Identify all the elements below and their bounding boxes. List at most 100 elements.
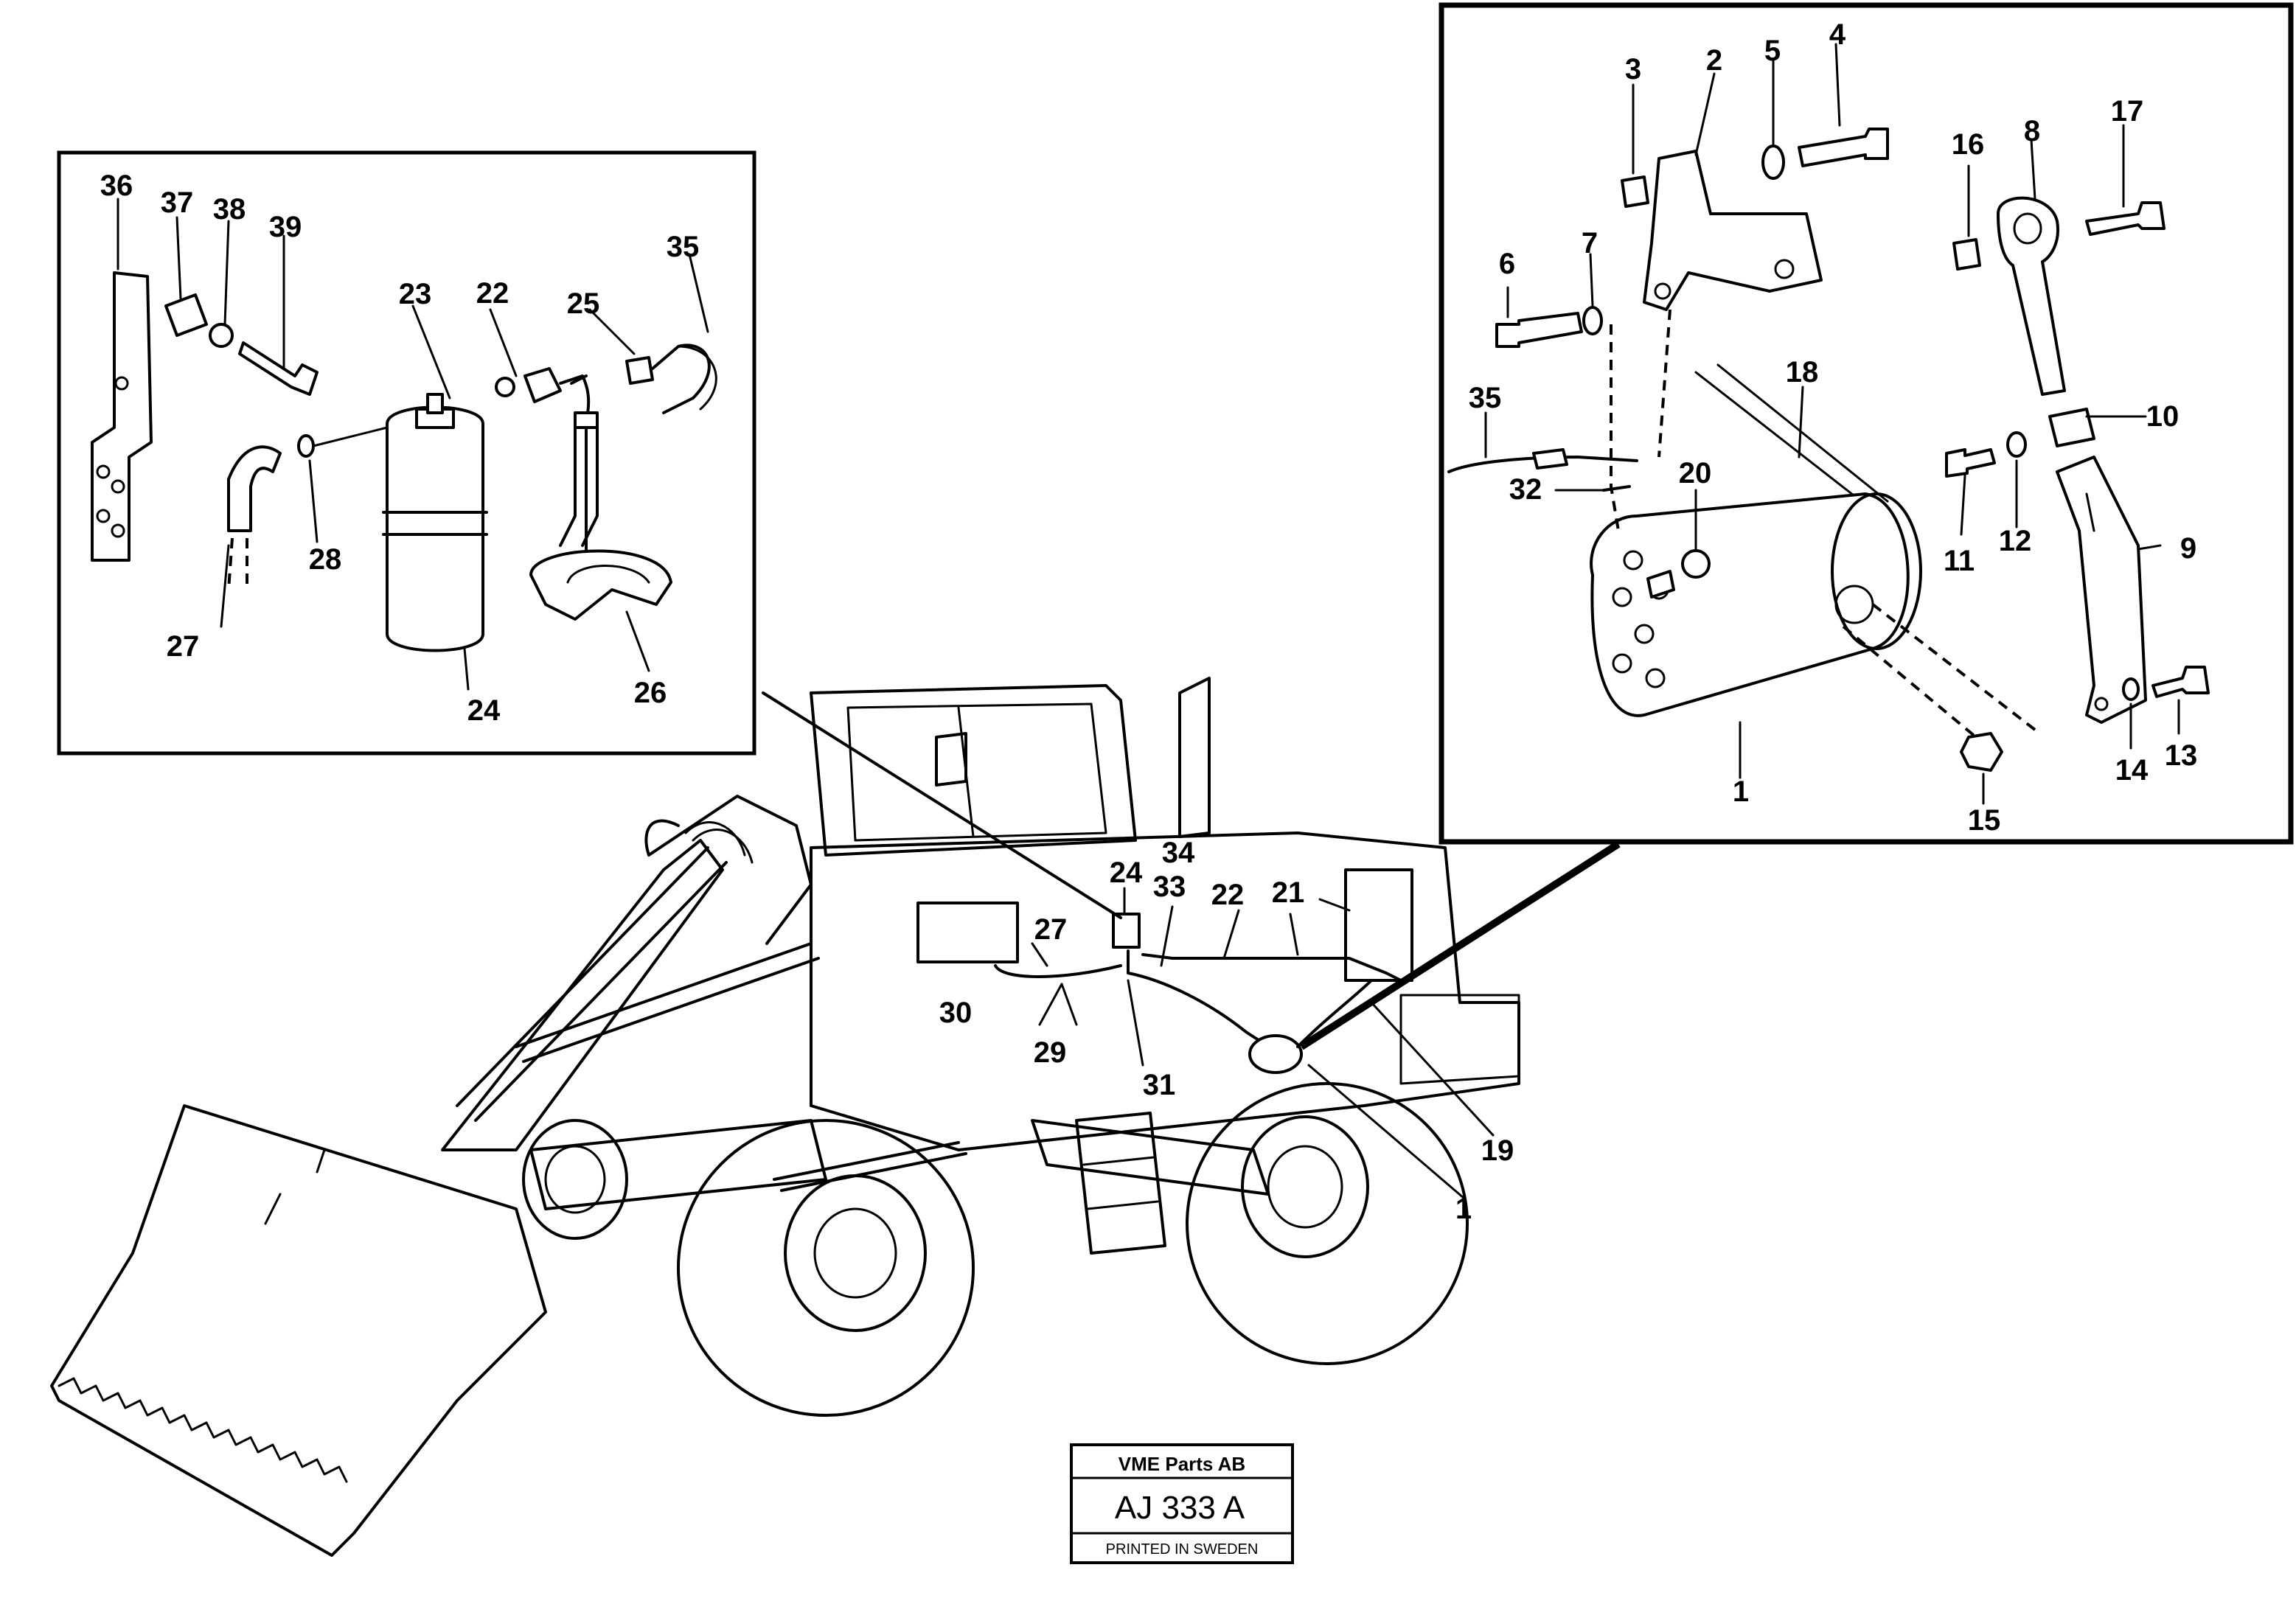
front-wheel <box>677 1119 975 1417</box>
callout-main-21: 21 <box>1272 876 1305 909</box>
washer-14 <box>2122 677 2140 701</box>
bolt-13 <box>2151 666 2210 698</box>
callout-22: 22 <box>476 277 509 310</box>
cable-35 <box>1447 456 1638 473</box>
callout-7: 7 <box>1582 227 1598 259</box>
callout-35-r: 35 <box>1469 382 1502 414</box>
front-axle <box>529 1119 827 1210</box>
callout-25: 25 <box>567 287 600 320</box>
bracket-36 <box>91 271 153 562</box>
elbow-27 <box>227 445 282 532</box>
callout-main-27: 27 <box>1034 913 1068 946</box>
callout-main-24: 24 <box>1110 857 1143 889</box>
callout-26: 26 <box>634 677 667 709</box>
stamp-company: VME Parts AB <box>1119 1453 1245 1475</box>
clamp-26 <box>529 549 672 621</box>
callout-36: 36 <box>100 170 133 202</box>
bolt-39 <box>238 341 319 396</box>
stamp-code: AJ 333 A <box>1115 1490 1245 1526</box>
washer-12 <box>2006 431 2027 458</box>
connector-25 <box>625 356 654 385</box>
spacer-37 <box>164 293 208 337</box>
callout-1: 1 <box>1733 775 1749 808</box>
vme-stamp: VME Parts AB AJ 333 A PRINTED IN SWEDEN <box>1070 1443 1294 1564</box>
callout-main-29: 29 <box>1034 1036 1067 1069</box>
callout-13: 13 <box>2165 739 2198 772</box>
callout-2: 2 <box>1706 44 1722 77</box>
bolt-6 <box>1495 312 1583 348</box>
callout-17: 17 <box>2111 95 2144 128</box>
callout-14: 14 <box>2115 754 2149 787</box>
stamp-printed: PRINTED IN SWEDEN <box>1106 1541 1259 1558</box>
compressor-1 <box>1248 1034 1303 1074</box>
tension-link-8 <box>1997 196 2066 396</box>
callout-12: 12 <box>1999 525 2032 557</box>
callout-4: 4 <box>1829 18 1846 51</box>
unit-30 <box>916 902 1019 963</box>
compressor-1-detail <box>1590 492 1910 717</box>
rear-wheel <box>1186 1082 1469 1365</box>
lift-cylinder <box>456 846 728 1122</box>
callout-main-31: 31 <box>1143 1069 1176 1101</box>
washer-28 <box>297 434 315 458</box>
callout-23: 23 <box>399 278 432 310</box>
callout-39: 39 <box>269 211 302 243</box>
callout-main-34: 34 <box>1162 837 1195 869</box>
callout-main-22: 22 <box>1211 879 1245 911</box>
boom-arm <box>441 839 724 1151</box>
callout-18: 18 <box>1786 356 1819 388</box>
callout-32: 32 <box>1509 473 1542 506</box>
inset-right-parts <box>1447 128 2210 772</box>
bolt-4 <box>1798 128 1889 167</box>
bolt-11 <box>1945 448 1996 478</box>
bucket <box>50 1104 547 1557</box>
nut-22 <box>523 367 562 403</box>
callout-main-1: 1 <box>1455 1193 1472 1225</box>
pointer-left-inset <box>762 691 1122 919</box>
callout-9: 9 <box>2180 532 2196 565</box>
callout-8: 8 <box>2024 115 2040 147</box>
nut-15 <box>1960 732 2003 772</box>
callout-24: 24 <box>467 694 501 727</box>
left-inset-callouts: 36 37 38 39 23 22 25 35 27 28 24 26 <box>100 170 709 727</box>
condenser-21 <box>1344 868 1413 982</box>
adjusting-bar-9 <box>2056 456 2147 724</box>
callout-10: 10 <box>2146 400 2180 433</box>
receiver-24 <box>1112 913 1141 949</box>
bracket-2 <box>1643 150 1823 311</box>
receiver-drier-24 <box>386 405 484 652</box>
washer-7 <box>1582 306 1603 335</box>
main-callouts: 24 34 33 22 21 27 30 29 31 19 1 <box>939 837 1514 1225</box>
oring-23 <box>495 377 515 397</box>
hose-27 <box>994 964 1122 978</box>
callout-16: 16 <box>1952 128 1985 161</box>
callout-3: 3 <box>1625 53 1641 86</box>
callout-11: 11 <box>1944 545 1975 577</box>
callout-20: 20 <box>1679 457 1712 489</box>
inset-receiver-drier <box>57 150 756 756</box>
right-inset-callouts: 3 2 5 4 16 8 17 6 7 18 35 32 20 10 11 12… <box>1469 18 2198 837</box>
bolt-17 <box>2085 201 2165 236</box>
connector-32 <box>1602 485 1631 492</box>
callout-main-30: 30 <box>939 997 973 1029</box>
spacer-3 <box>1621 175 1649 208</box>
callout-5: 5 <box>1764 35 1781 67</box>
pointer-right-inset <box>1299 840 1621 1050</box>
callout-27: 27 <box>167 630 200 663</box>
inset-left-parts <box>91 271 717 652</box>
wheel-loader-illustration <box>50 677 1520 1557</box>
cab <box>810 684 1137 857</box>
callout-35: 35 <box>667 231 700 263</box>
callout-6: 6 <box>1499 248 1515 280</box>
washer-5 <box>1761 144 1785 180</box>
callout-37: 37 <box>161 186 194 219</box>
callout-15: 15 <box>1968 804 2001 837</box>
fitting-20 <box>1681 549 1711 579</box>
callout-38: 38 <box>213 193 246 226</box>
clip-10 <box>2048 408 2095 447</box>
exhaust-stack <box>1178 677 1211 838</box>
machine-ac-components <box>916 868 1413 1074</box>
callout-28: 28 <box>309 543 342 576</box>
callout-main-19: 19 <box>1481 1134 1514 1167</box>
